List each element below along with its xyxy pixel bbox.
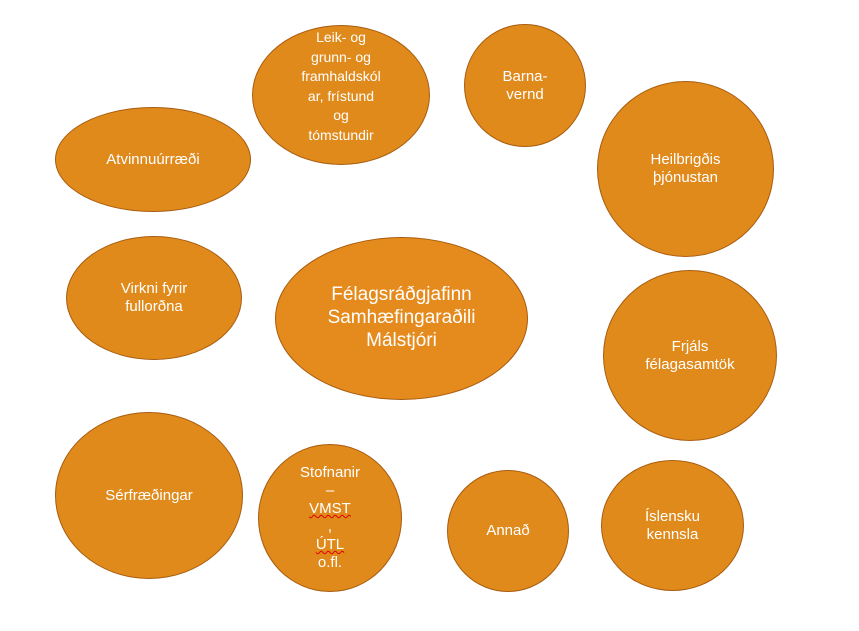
node-barnavernd: Barna- vernd <box>464 24 586 147</box>
node-stofnanir: Stofnanir– VMST,ÚTL o.fl. <box>258 444 402 592</box>
node-label: Stofnanir– VMST,ÚTL o.fl. <box>300 464 360 572</box>
stofnanir-ofl: o.fl. <box>317 554 343 571</box>
node-virkni-fyrir-fullordna: Virkni fyrir fullorðna <box>66 236 242 360</box>
node-islenskukennsla: Íslensku kennsla <box>601 460 744 591</box>
stofnanir-dash: – <box>325 482 335 499</box>
stofnanir-line-2: – VMST, <box>300 482 360 536</box>
node-felagsradgjafinn-center: Félagsráðgjafinn Samhæfingaraðili Málstj… <box>275 237 528 400</box>
node-label: Leik- og grunn- og framhaldskól ar, frís… <box>301 29 381 143</box>
node-label: Íslensku kennsla <box>644 507 701 543</box>
stofnanir-line-1: Stofnanir <box>299 464 361 481</box>
vmst-word: VMST <box>309 500 351 517</box>
node-frjals-felagasamtok: Frjáls félagasamtök <box>603 270 777 441</box>
node-leik-og-grunnskolar: Leik- og grunn- og framhaldskól ar, frís… <box>252 25 430 165</box>
node-label: Virkni fyrir fullorðna <box>120 280 188 315</box>
center-label: Félagsráðgjafinn Samhæfingaraðili Málstj… <box>327 284 476 351</box>
node-label: Sérfræðingar <box>105 486 193 504</box>
utl-word: ÚTL <box>315 536 345 553</box>
stofnanir-line-3: ÚTL o.fl. <box>300 536 360 572</box>
node-serfraedingar: Sérfræðingar <box>55 412 243 579</box>
node-label: Annað <box>486 522 530 539</box>
node-atvinnuurraedi: Atvinnuúrræði <box>55 107 251 212</box>
node-label: Frjáls félagasamtök <box>645 337 735 373</box>
node-label: Atvinnuúrræði <box>106 150 200 168</box>
node-label: Barna- vernd <box>502 67 548 103</box>
stofnanir-comma: , <box>327 518 333 535</box>
node-label: Heilbrigðis þjónustan <box>650 151 721 186</box>
node-annad: Annað <box>447 470 569 592</box>
node-heilbrigdisthjonustan: Heilbrigðis þjónustan <box>597 81 774 257</box>
